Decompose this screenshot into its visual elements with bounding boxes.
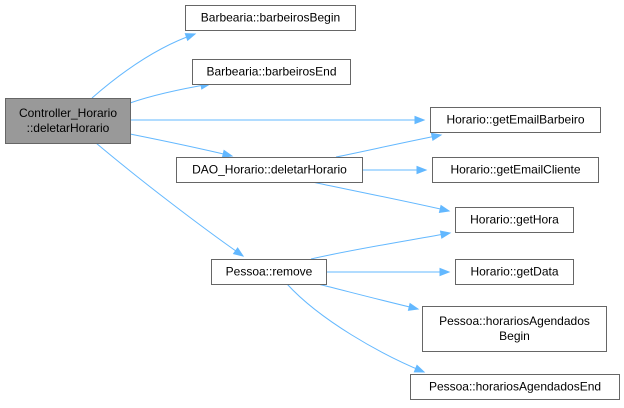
- node-barbeirosBegin[interactable]: Barbearia::barbeirosBegin: [185, 5, 356, 31]
- edge-controller-to-getEmailBarbeiro: [130, 115, 426, 125]
- arrow-head-icon: [221, 149, 234, 158]
- node-getEmailCliente[interactable]: Horario::getEmailCliente: [432, 157, 599, 183]
- node-controller: Controller_Horario::deletarHorario: [5, 98, 131, 144]
- edge-pessoaRemove-to-agendadosEnd: [286, 283, 426, 373]
- arrow-head-icon: [232, 247, 245, 257]
- edge-pessoaRemove-to-agendadosBegin: [317, 283, 420, 311]
- node-box: [185, 5, 356, 31]
- node-label: Horario::getHora: [470, 213, 559, 227]
- node-label: Pessoa::remove: [226, 265, 313, 279]
- node-box: [176, 157, 363, 183]
- node-label: Horario::getEmailBarbeiro: [446, 113, 584, 127]
- node-label: Begin: [499, 329, 530, 343]
- node-label: Barbearia::barbeirosBegin: [201, 11, 340, 25]
- node-label: Pessoa::horariosAgendadosEnd: [429, 380, 601, 394]
- node-label: Barbearia::barbeirosEnd: [206, 65, 336, 79]
- edge-line: [317, 283, 419, 310]
- edge-line: [286, 283, 425, 373]
- node-label: Horario::getData: [470, 265, 558, 279]
- node-label: ::deletarHorario: [27, 121, 110, 135]
- nodes-layer: Controller_Horario::deletarHorario Barbea…: [5, 5, 620, 400]
- edge-pessoaRemove-to-getHora: [310, 230, 452, 260]
- edge-line: [311, 181, 450, 212]
- arrow-head-icon: [438, 204, 451, 213]
- node-barbeirosEnd[interactable]: Barbearia::barbeirosEnd: [192, 59, 351, 85]
- edge-line: [129, 133, 233, 157]
- node-label: Pessoa::horariosAgendados: [439, 314, 590, 328]
- node-box: [192, 59, 351, 85]
- node-getData[interactable]: Horario::getData: [455, 259, 574, 285]
- node-box: [455, 207, 574, 233]
- edge-line: [129, 83, 211, 104]
- arrow-head-icon: [416, 165, 428, 175]
- edge-line: [91, 33, 196, 99]
- node-getEmailBarbeiro[interactable]: Horario::getEmailBarbeiro: [430, 107, 601, 133]
- edge-pessoaRemove-to-getData: [326, 267, 451, 277]
- edge-controller-to-pessoaRemove: [95, 142, 245, 257]
- edge-daoDeletar-to-getEmailCliente: [362, 165, 428, 175]
- edge-line: [95, 142, 244, 257]
- node-daoDeletar[interactable]: DAO_Horario::deletarHorario: [176, 157, 363, 183]
- node-box: [432, 157, 599, 183]
- node-label: Controller_Horario: [19, 106, 117, 120]
- node-label: Horario::getEmailCliente: [450, 163, 580, 177]
- node-box: [422, 306, 607, 352]
- edge-line: [310, 232, 451, 260]
- node-box: [455, 259, 574, 285]
- node-agendadosEnd[interactable]: Pessoa::horariosAgendadosEnd: [410, 374, 620, 400]
- edge-controller-to-barbeirosEnd: [129, 81, 212, 104]
- arrow-head-icon: [413, 364, 426, 373]
- node-box: [211, 259, 327, 285]
- edge-daoDeletar-to-getEmailBarbeiro: [335, 132, 443, 158]
- arrow-head-icon: [430, 132, 443, 142]
- node-pessoaRemove[interactable]: Pessoa::remove: [211, 259, 327, 285]
- edge-line: [335, 134, 442, 158]
- node-box: [430, 107, 601, 133]
- node-box: [5, 98, 131, 144]
- arrow-head-icon: [184, 33, 197, 42]
- node-box: [410, 374, 620, 400]
- arrow-head-icon: [439, 267, 451, 277]
- edge-controller-to-daoDeletar: [129, 133, 234, 158]
- arrow-head-icon: [407, 302, 420, 311]
- edge-controller-to-barbeirosBegin: [91, 33, 197, 99]
- arrow-head-icon: [414, 115, 426, 125]
- arrow-head-icon: [439, 230, 452, 239]
- edge-daoDeletar-to-getHora: [311, 181, 451, 213]
- node-getHora[interactable]: Horario::getHora: [455, 207, 574, 233]
- node-label: DAO_Horario::deletarHorario: [192, 163, 347, 177]
